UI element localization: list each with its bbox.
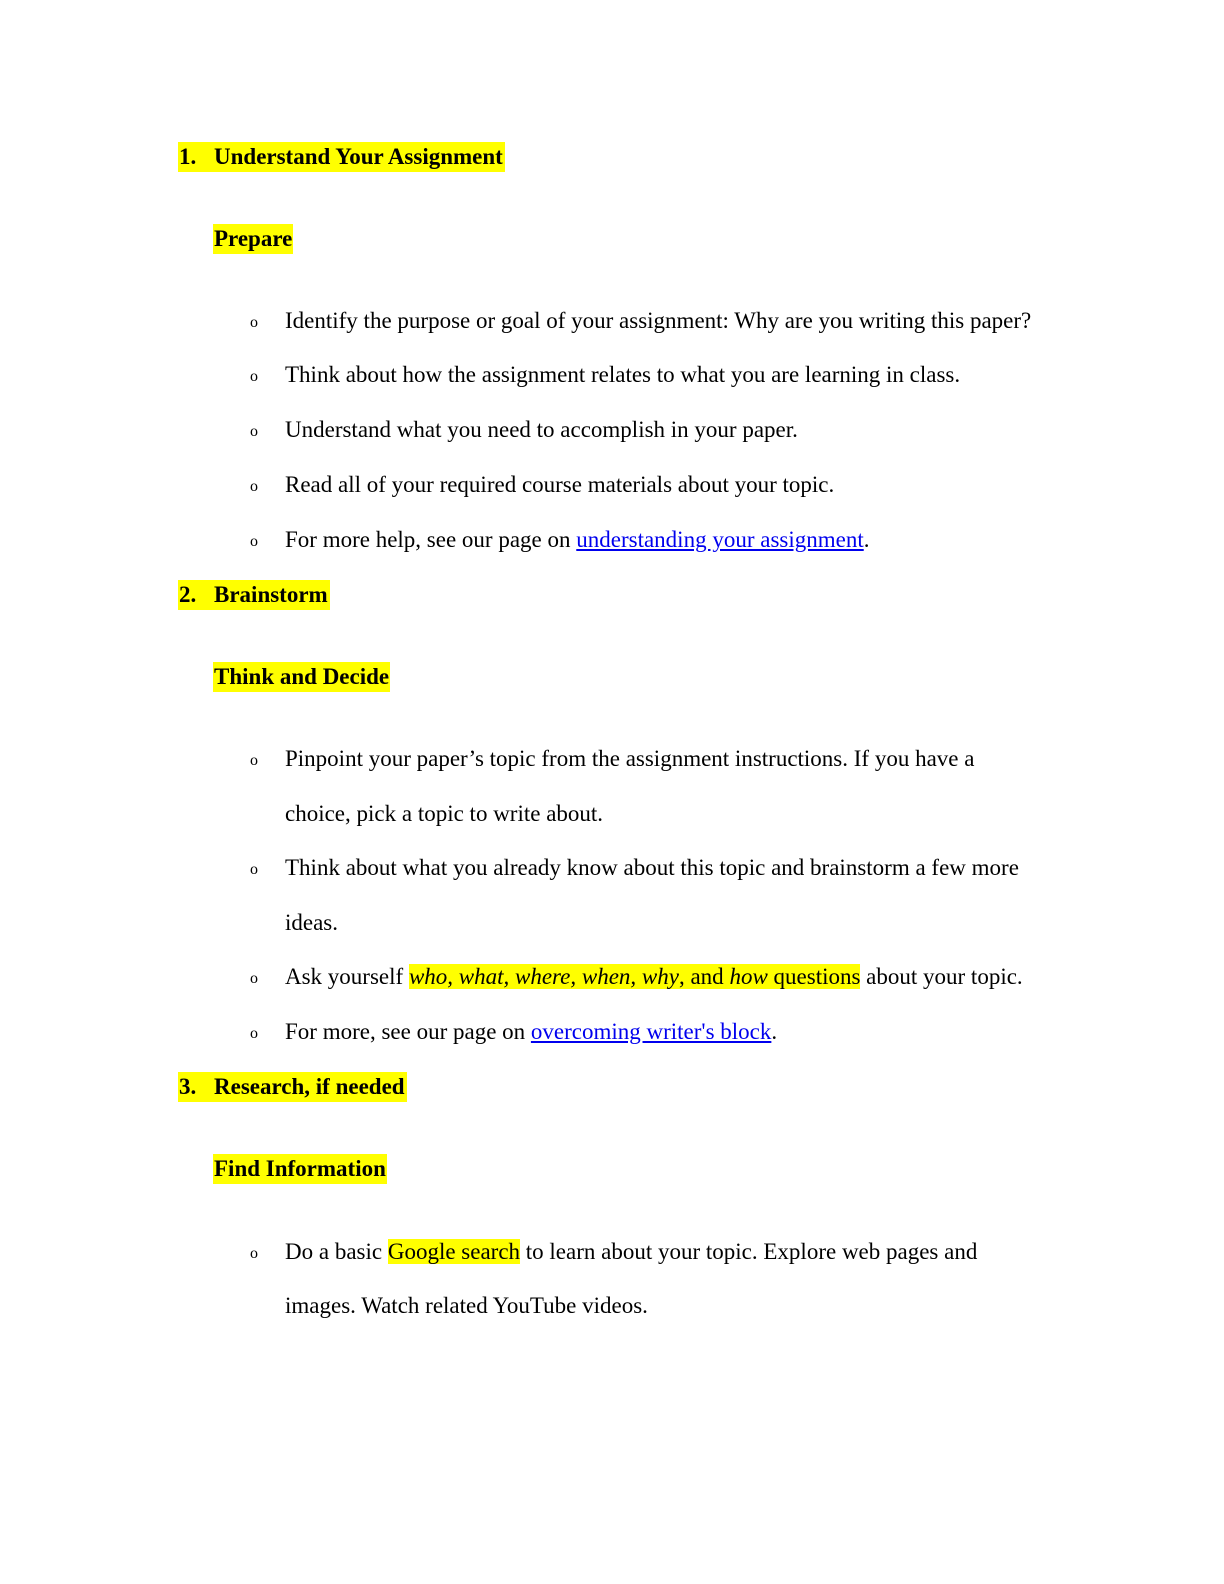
highlight-text: , and xyxy=(678,964,730,989)
item-suffix: . xyxy=(771,1019,778,1044)
understanding-assignment-link[interactable]: understanding your assignment xyxy=(576,527,864,552)
section-title: Understand Your Assignment xyxy=(214,144,503,169)
overcoming-writers-block-link[interactable]: overcoming writer's block xyxy=(530,1019,772,1044)
item-prefix: For more help, see our page on xyxy=(285,527,577,552)
section-heading-3: 3. Research, if needed xyxy=(178,1072,407,1102)
section-number: 1. xyxy=(179,144,197,169)
bullet-icon: o xyxy=(250,314,258,331)
subheading-find-information: Find Information xyxy=(213,1154,387,1184)
section-number: 3. xyxy=(179,1074,197,1099)
item-prefix: For more, see our page on xyxy=(285,1019,531,1044)
italic-how: how xyxy=(729,964,768,989)
bullet-icon: o xyxy=(250,423,258,440)
bullet-icon: o xyxy=(250,752,258,769)
list-item-line: Do a basic Google search to learn about … xyxy=(285,1237,977,1267)
bullet-icon: o xyxy=(250,1025,258,1042)
bullet-icon: o xyxy=(250,478,258,495)
section-title: Research, if needed xyxy=(214,1074,405,1099)
section-number: 2. xyxy=(179,582,197,607)
bullet-icon: o xyxy=(250,1245,258,1262)
list-item: Understand what you need to accomplish i… xyxy=(285,417,798,442)
section-heading-1: 1. Understand Your Assignment xyxy=(178,142,505,172)
item-suffix: . xyxy=(863,527,870,552)
bullet-icon: o xyxy=(250,533,258,550)
list-item: Identify the purpose or goal of your ass… xyxy=(285,308,1032,333)
list-item-line: ideas. xyxy=(285,910,339,935)
list-item: For more, see our page on overcoming wri… xyxy=(285,1017,777,1047)
item-prefix: Ask yourself xyxy=(285,964,409,989)
bullet-icon: o xyxy=(250,970,258,987)
list-item: For more help, see our page on understan… xyxy=(285,525,869,555)
highlight-text: questions xyxy=(767,964,861,989)
highlighted-google-search: Google search xyxy=(387,1239,521,1264)
italic-question-words: who, what, where, when, why xyxy=(408,964,679,989)
list-item-line: choice, pick a topic to write about. xyxy=(285,801,604,826)
section-heading-2: 2. Brainstorm xyxy=(178,580,330,610)
section-title: Brainstorm xyxy=(214,582,328,607)
item-suffix: about your topic. xyxy=(860,964,1023,989)
subheading-think-and-decide: Think and Decide xyxy=(213,662,391,692)
subheading-text: Think and Decide xyxy=(213,662,391,692)
subheading-text: Find Information xyxy=(213,1154,387,1184)
item-suffix: to learn about your topic. Explore web p… xyxy=(520,1239,978,1264)
bullet-icon: o xyxy=(250,368,258,385)
subheading-text: Prepare xyxy=(213,224,294,254)
list-item: Think about how the assignment relates t… xyxy=(285,362,961,387)
item-prefix: Do a basic xyxy=(285,1239,388,1264)
list-item: Read all of your required course materia… xyxy=(285,472,835,497)
highlighted-questions: who, what, where, when, why, and how que… xyxy=(408,964,861,989)
list-item-line: images. Watch related YouTube videos. xyxy=(285,1293,648,1318)
list-item-line: Think about what you already know about … xyxy=(285,855,1019,880)
list-item: Ask yourself who, what, where, when, why… xyxy=(285,962,1023,992)
bullet-icon: o xyxy=(250,861,258,878)
subheading-prepare: Prepare xyxy=(213,224,294,254)
list-item-line: Pinpoint your paper’s topic from the ass… xyxy=(285,746,975,771)
